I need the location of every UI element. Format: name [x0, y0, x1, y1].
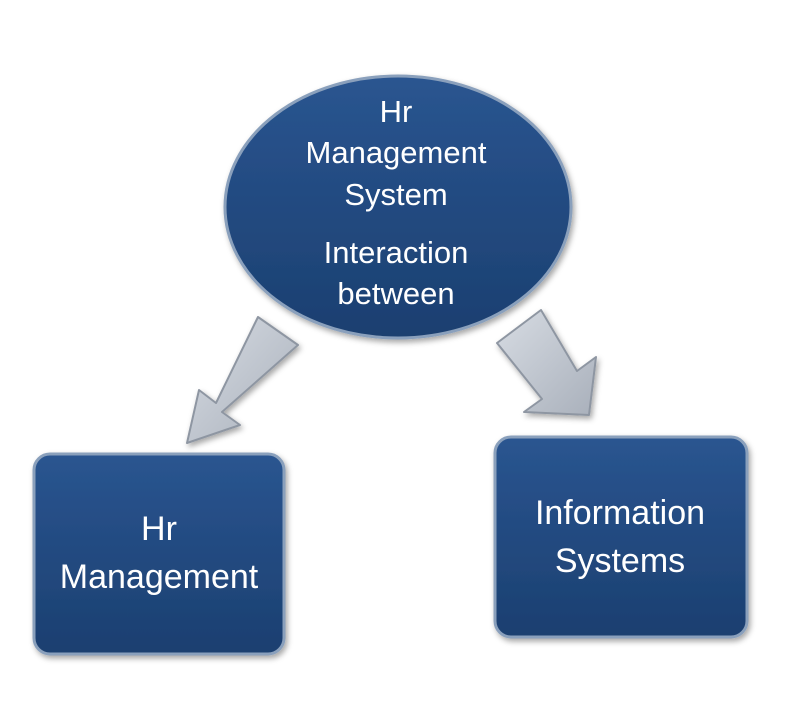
top-node-line-4: Interaction: [324, 235, 469, 270]
left-node-line-1: Hr: [141, 510, 177, 548]
right-node-line-2: Systems: [555, 542, 685, 580]
left-node: Hr Management: [32, 452, 286, 656]
left-node-line-2: Management: [60, 558, 259, 596]
top-node-line-5: between: [337, 276, 454, 311]
right-node: Information Systems: [493, 435, 749, 639]
top-node: Hr Management System Interaction between: [223, 74, 573, 340]
right-node-shape: [493, 435, 749, 639]
left-node-shape: [32, 452, 286, 656]
arrow-to-left-node: [186, 316, 299, 444]
right-node-line-1: Information: [535, 494, 705, 532]
top-node-line-2: Management: [306, 135, 487, 170]
arrow-to-right-node: [496, 309, 597, 416]
top-node-line-1: Hr: [380, 94, 413, 129]
top-node-shape: [223, 74, 573, 340]
top-node-line-3: System: [344, 177, 447, 212]
